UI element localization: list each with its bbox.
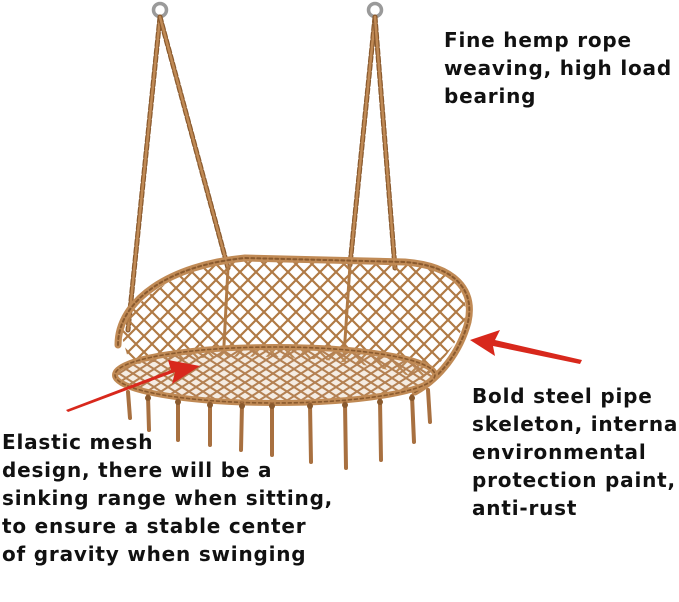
frame-callout-line: Bold steel pipe [472,384,653,408]
mesh-callout-line: sinking range when sitting, [2,486,334,510]
fringe-knots [145,395,415,409]
mesh-callout-line: to ensure a stable center [2,514,307,538]
mesh-callout-line: of gravity when swinging [2,542,307,566]
mesh-callout-line: design, there will be a [2,458,273,482]
frame-callout-line: anti-rust [472,496,578,520]
rope-callout-line: weaving, high load [444,56,672,80]
red-arrow-icon [470,330,582,364]
fringe-tassels [126,388,432,470]
mesh-callout: Elastic mesh design, there will be a sin… [2,428,333,568]
frame-callout: Bold steel pipe skeleton, internal envir… [472,382,679,522]
steel-frame [112,254,473,406]
mesh-callout-line: Elastic mesh [2,430,154,454]
rope-callout: Fine hemp rope weaving, high load bearin… [444,26,672,110]
red-arrow-icon [66,360,200,412]
rope-callout-line: Fine hemp rope [444,28,632,52]
frame-callout-line: skeleton, internal [472,412,679,436]
frame-callout-line: protection paint, [472,468,676,492]
rope-callout-line: bearing [444,84,537,108]
frame-callout-line: environmental [472,440,647,464]
